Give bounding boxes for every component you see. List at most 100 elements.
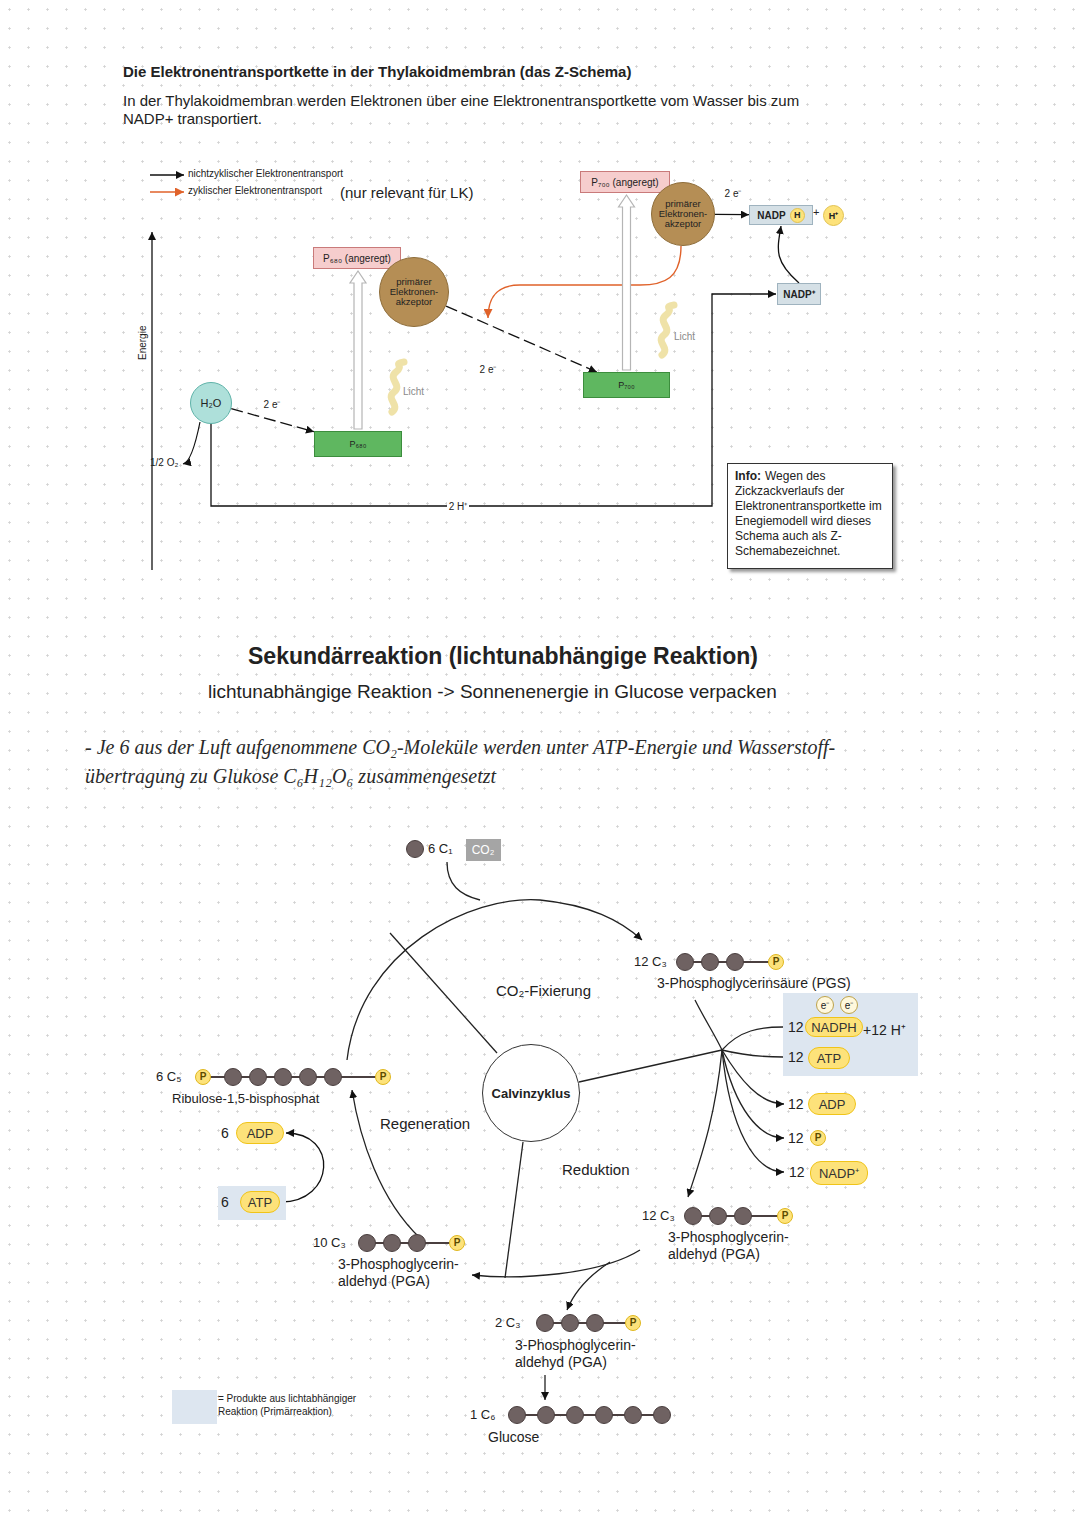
carbon-atom — [677, 954, 694, 971]
carbon-atom — [509, 1407, 526, 1424]
acceptor-circle: primärer Elektronen- akzeptor — [379, 257, 449, 327]
handwritten-note: - Je 6 aus der Luft aufgenommene CO₂-Mol… — [85, 733, 885, 791]
carbon-atom — [735, 1208, 752, 1225]
node-text: +12 H⁺ — [863, 1020, 906, 1039]
oxygen-arrow — [183, 422, 200, 464]
text-label: Glucose — [488, 1429, 539, 1446]
text-label: 12 — [789, 1164, 805, 1181]
text-label: 3-Phosphoglycerin- aldehyd (PGA) — [515, 1337, 665, 1371]
light-squiggle — [391, 362, 404, 412]
phosphate-label: P — [810, 1130, 826, 1146]
carbon-atom — [654, 1407, 671, 1424]
text-label: lichtunabhängige Reaktion -> Sonnenenerg… — [208, 681, 777, 704]
node-text: P₆₈₀ — [349, 439, 366, 449]
cycle-arc — [688, 1050, 722, 1197]
photosystem-box: P₆₈₀ (angeregt) — [313, 247, 401, 269]
carbon-atom — [225, 1069, 242, 1086]
text-label: 3-Phosphoglycerin- aldehyd (PGA) — [668, 1229, 818, 1263]
carbon-atom — [275, 1069, 292, 1086]
molecule-chains — [203, 841, 785, 1424]
text-label: 12 — [788, 1096, 804, 1113]
text-label: 12 C₃ — [642, 1208, 675, 1224]
connector — [281, 1133, 324, 1202]
text-label: 10 C₃ — [313, 1235, 346, 1251]
text-label: 3-Phosphoglycerinsäure (PGS) — [657, 975, 851, 992]
cofactor-pill: NADPH — [805, 1017, 863, 1037]
phosphate-label: P — [777, 1208, 793, 1224]
input-line — [722, 1027, 783, 1050]
co2-box: CO₂ — [466, 839, 501, 861]
node-text: Calvinzyklus — [492, 1086, 571, 1101]
energy-axis — [151, 232, 152, 570]
input-band: 6 ATP — [218, 1186, 286, 1220]
carbon-atom — [710, 1208, 727, 1225]
node-text: NADPH — [811, 1020, 857, 1035]
node-text: P₇₀₀ (angeregt) — [591, 177, 658, 188]
text-label: CO₂-Fixierung — [496, 982, 591, 1000]
photosystem-box: P₇₀₀ — [583, 372, 670, 398]
light-label: Licht — [403, 386, 424, 398]
carbon-atom — [685, 1208, 702, 1225]
carbon-atom — [727, 954, 744, 971]
node-text: NADP⁺ — [783, 287, 814, 301]
text-label: 1 C₆ — [470, 1407, 495, 1423]
cycle-spoke — [579, 1050, 722, 1082]
carbon-atom — [625, 1407, 642, 1424]
text-label: 6 C₁ — [428, 841, 453, 857]
text-label: 12 — [788, 1130, 804, 1147]
carbon-atom — [562, 1315, 579, 1332]
nadp-box: NADP⁺ — [777, 283, 821, 305]
photosystem-box: P₆₈₀ — [314, 431, 402, 457]
text-label: + — [813, 206, 819, 219]
photosystem-box: P₇₀₀ (angeregt) — [580, 171, 670, 193]
cycle-spoke — [390, 933, 497, 1053]
carbon-atom — [587, 1315, 604, 1332]
proton-circle: H⁺ — [823, 205, 844, 226]
section-heading: Sekundärreaktion (lichtunabhängige Reakt… — [248, 643, 758, 671]
phosphate-label: P — [625, 1315, 641, 1331]
cycle-arc — [352, 1090, 420, 1238]
node-text: 12 — [788, 1049, 804, 1065]
carbon-atom — [538, 1407, 555, 1424]
diagram-title: Die Elektronentransportkette in der Thyl… — [123, 63, 631, 80]
carbon-atom — [596, 1407, 613, 1424]
output-arrow — [722, 1050, 784, 1104]
node-text: H⁺ — [829, 209, 839, 222]
electron-flow-arrow — [231, 409, 314, 432]
hollow-arrow — [350, 271, 366, 429]
node-text: CO₂ — [472, 843, 495, 857]
node-text: H — [790, 208, 805, 223]
input-line — [722, 1050, 783, 1057]
output-arrow — [544, 1375, 545, 1400]
carbon-atom — [409, 1235, 426, 1252]
node-text: P₇₀₀ — [618, 380, 635, 390]
connector — [715, 214, 749, 216]
connector — [211, 294, 776, 506]
cofactor-pill: ADP — [236, 1122, 284, 1144]
node-text: e⁻ — [840, 996, 858, 1014]
carbon-atom — [537, 1315, 554, 1332]
info-box: Info:Wegen des Zickzackverlaufs der Elek… — [727, 463, 893, 569]
cofactor-pill: ATP — [808, 1047, 850, 1069]
cofactor-pill: ATP — [240, 1191, 280, 1213]
legend-text: nichtzyklischer Elektronentransport — [188, 168, 343, 179]
text-label: 3-Phosphoglycerin- aldehyd (PGA) — [338, 1256, 488, 1290]
output-arrow — [567, 1262, 610, 1310]
output-arrow — [722, 1050, 784, 1172]
nadph-box: NADPH — [749, 205, 813, 225]
cycle-arc — [347, 900, 642, 1060]
axis-label: Energie — [137, 326, 149, 360]
node-text: 12 — [788, 1019, 804, 1035]
acceptor-circle: primärer Elektronen- akzeptor — [651, 182, 715, 246]
carbon-atom — [325, 1069, 342, 1086]
carbon-atom — [702, 954, 719, 971]
node-text: 6 — [221, 1194, 229, 1210]
phosphate-label: P — [195, 1069, 211, 1085]
node-text: primärer Elektronen- akzeptor — [656, 199, 710, 229]
text-label: In der Thylakoidmembran werden Elektrone… — [123, 92, 853, 128]
legend-text: zyklischer Elektronentransport — [188, 185, 322, 196]
legend-samples — [150, 175, 184, 192]
text-label: 6 — [221, 1125, 229, 1142]
cyclic-transport — [488, 246, 681, 318]
